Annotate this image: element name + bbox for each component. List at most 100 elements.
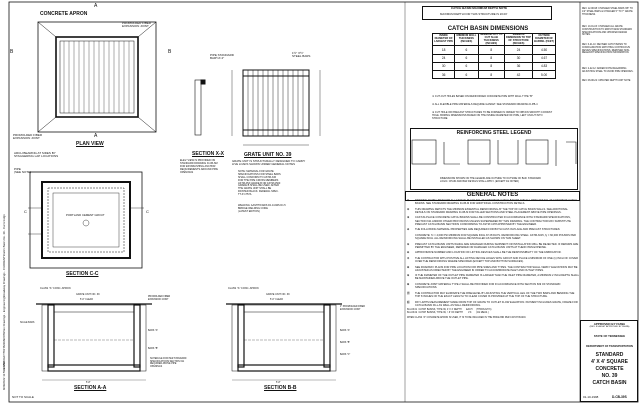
dept-label: DEPARTMENT OF TRANSPORTATION (586, 345, 633, 348)
note-number: ① (407, 199, 410, 202)
title-block (580, 320, 638, 402)
marker-c-right: C (146, 209, 149, 214)
state-label: STATE OF TENNESSEE (593, 334, 626, 338)
grate-unit-title: GRATE UNIT NO. 39 (244, 152, 292, 158)
note-text: DRAWING TO BE USED FOR ALL CAST-IN-PLACE… (415, 199, 578, 206)
rebar-legend-caption: DIMENSIONS SHOWN ON THE LEGEND ARE OUTSI… (440, 177, 541, 183)
dim-note-2: ② ALL FLEXIBLE PIPE MATERIALS REQUIRE GA… (432, 103, 538, 106)
grate-desc: GRATE UNIT IS STRUCTURALLY DESIGNED TO C… (232, 159, 306, 167)
std-label: STANDARD (595, 352, 624, 358)
note-text: CONCRETE: f'c = 4,000 PSI MINIMUM FOR SQ… (415, 233, 576, 240)
note-number: ④ (407, 228, 410, 232)
section-bb-title: SECTION B-B (264, 385, 297, 391)
side-file-path: G:\PROJECTS\STANDARDS\Plan Drawings - En… (2, 214, 6, 370)
section-bb-drawing (226, 303, 342, 381)
plan-apron (37, 21, 157, 133)
dim-th: OUTSIDE DIAMETER OF BARREL (FEET) (532, 32, 556, 47)
dim-th: INSIDE DIAMETER OF LARGEST PIPE (431, 32, 456, 47)
sect-a-joint: PROMOLDED FIBER EXPANSION JOINT (148, 296, 171, 301)
dim-table-title: CATCH BASIN DIMENSIONS (447, 26, 529, 32)
grate-unit-drawing (231, 69, 321, 146)
revision-3: REV. 6-21-10: REVISED CATCH BASIN TO CON… (582, 44, 630, 55)
date-label: 01-10-1998 (583, 395, 599, 399)
note-text: SEE ROADWAY PLANS FOR PIPE LOCATION FOR … (415, 265, 578, 272)
general-note-item: ⑪ THE CONTRACTOR MAY ELIMINATE THE RISE/L… (407, 292, 579, 298)
revision-1: REV. 12-08-98: CHANGED STEEL BARS 3/8" T… (582, 8, 633, 16)
note-text: THE CONTRACTOR MAY ELIMINATE THE RISE/LE… (415, 291, 575, 298)
note-number: ⑤ (407, 242, 410, 246)
approved-label: APPROVED BY FHWA (593, 322, 626, 326)
note-number: ⑧ (407, 265, 410, 269)
dim-table-header: INSIDE DIAMETER OF LARGEST PIPE MINIMUM … (431, 32, 556, 47)
concrete-apron-label: CONCRETE APRON (40, 11, 88, 17)
rebar-legend-box (410, 128, 578, 190)
marker-c-left: C (24, 209, 27, 214)
general-note-item: ⑧ SEE ROADWAY PLANS FOR PIPE LOCATION FOR… (407, 266, 579, 272)
note-text: PAY LIMITS MEASUREMENT MADE FROM TOP OF … (415, 300, 578, 307)
dim-table: INSIDE DIAMETER OF LARGEST PIPE MINIMUM … (431, 32, 556, 80)
note-number (407, 234, 415, 240)
steel-bars-label: 1½" X½" STEEL BARS (292, 51, 311, 59)
dim-note-1: ① CUT-OUT HOLES BASED ON REINFORCED CONC… (432, 95, 533, 98)
note-text: IF THE DIAMETER OF THE OUTLET PIPE DIAME… (415, 274, 579, 281)
sect-b-bars-b: BARS "B" (340, 342, 351, 344)
note-number: ⑦ (407, 256, 410, 260)
material-label: CONCRETE (595, 366, 624, 372)
note-number: ⑥ (407, 251, 410, 255)
size-label: 4' X 4' SQUARE (591, 359, 628, 365)
sect-b-dim-top: 5'-0" CLEAR (270, 299, 283, 301)
section-aa-drawing (36, 303, 152, 381)
side-date: 8/29/2022 11:59:18 AM (2, 361, 6, 390)
section-aa-title: SECTION A-A (74, 385, 107, 391)
notes-footer: WHEN CLASS "A" CONCRETE APRON IS USED, I… (407, 316, 527, 319)
general-note-item: ① DRAWING TO BE USED FOR ALL CAST-IN-PLAC… (407, 199, 579, 205)
sect-b-bars-a: BARS "A" (340, 330, 351, 332)
section-xx-title: SECTION X-X (192, 151, 224, 157)
sect-b-joint: 1" PROMOLDED FIBER EXPANSION JOINT (340, 306, 365, 311)
sect-a-dim-top: 5'-0" CLEAR (80, 299, 93, 301)
grate-material-note: NOTE: MATERIAL FOR GRATE SPECIFICATIONS … (238, 170, 281, 196)
sect-a-bars-b: BARS "B" (148, 348, 159, 350)
general-notes-header (405, 191, 580, 201)
sect-a-scale-bars: SCALE BARS (20, 322, 35, 324)
max-depth-text: MAXIMUM DEPTH FOR THIS STRUCTURE IS 20.0… (440, 12, 508, 16)
revision-2: REV. 10-01-03: CHANGED ALL GRATE CONSTRU… (582, 26, 632, 37)
pipe-note: PIPE (SEE NOTE) (14, 167, 32, 175)
section-cc-drawing (28, 171, 144, 269)
revision-5: REV. 08-08-22: UPDATED DEPTH UNIT NOTE (582, 80, 631, 82)
sect-a-apron: CLASS "A" CONC. APRON (40, 287, 71, 290)
expansion-joint-label-2: PROMOLDED FIBER EXPANSION JOINT (13, 133, 43, 141)
note-text: THE FOLLOWING MATERIAL PROPERTIES ARE RE… (415, 228, 561, 232)
sect-b-bars-c: BARS "C" (340, 354, 351, 356)
general-notes-list: ① DRAWING TO BE USED FOR ALL CAST-IN-PLAC… (407, 199, 579, 319)
number-label: NO. 39 (601, 373, 618, 379)
pay-items: 611-06.01 CATCH BASINS, TYPE 39, 4' X 4'… (407, 309, 492, 314)
rebar-legend-title: REINFORCING STEEL LEGEND (456, 130, 532, 136)
marker-a-top: A (94, 3, 98, 9)
expansion-joint-label: PROMOLDED FIBER EXPANSION JOINT (122, 21, 152, 29)
sect-a-bars-a: BARS "A" (148, 330, 159, 332)
note-number: ⑪ (407, 291, 410, 295)
note-text: THIS DRAWING DEPICTS THE MINIMUM ESSENTI… (415, 207, 568, 214)
dim-th: MINIMUM OUT TO OUT SLAB THICKNESS (INCHE… (477, 32, 505, 47)
type-label: CATCH BASIN (592, 380, 627, 386)
marker-b-left: B (10, 49, 14, 55)
general-note-item: ④ THE FOLLOWING MATERIAL PROPERTIES ARE R… (407, 228, 579, 231)
note-text: CAST-IN-PLACE CONCRETE CATCH BASINS SHAL… (415, 216, 571, 226)
dim-note-3: ③ CUT HOLE OR PRECAST STRUCTURES TO BE F… (432, 111, 553, 120)
general-notes-title: GENERAL NOTES (466, 192, 519, 198)
marker-a-bottom: A (94, 133, 98, 139)
